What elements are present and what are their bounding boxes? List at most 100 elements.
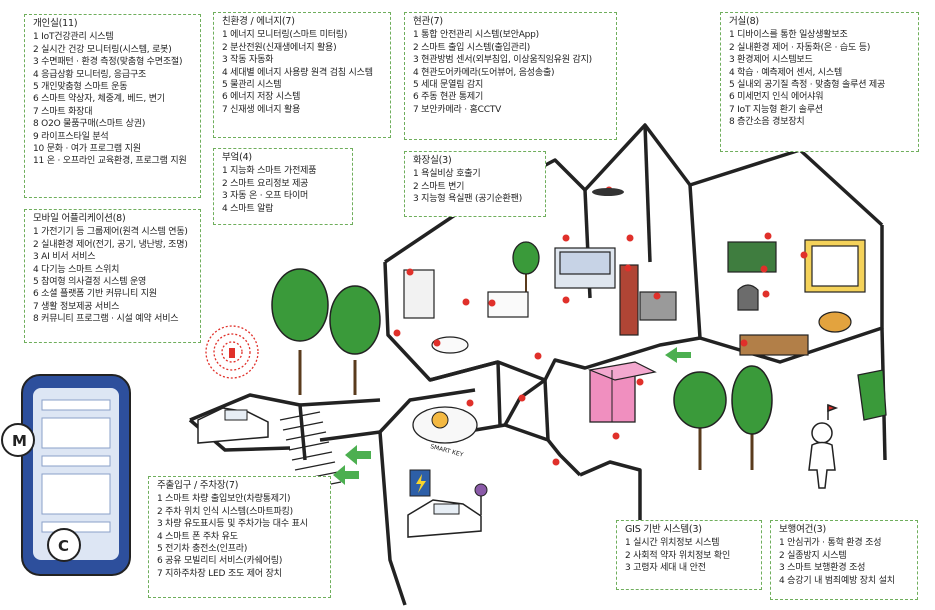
list-item: 6 주동 현관 통제기 bbox=[413, 92, 484, 103]
pedestrian-figure bbox=[808, 403, 839, 489]
list-item: 6 소셜 플랫폼 기반 커뮤니티 지원 bbox=[33, 289, 157, 300]
panel-title: 개인실(11) bbox=[33, 18, 78, 29]
list-item: 3 작동 자동화 bbox=[222, 55, 274, 66]
list-item: 11 온 · 오프라인 교육환경, 프로그램 지원 bbox=[33, 156, 187, 167]
list-item: 6 공유 모빌리티 서비스(카쉐어링) bbox=[157, 556, 283, 567]
app-letter-m: M bbox=[12, 432, 27, 450]
panel-eco-energy: 친환경 / 에너지(7) 1 에너지 모니터링(스마트 미터링) 2 분산전원(… bbox=[213, 12, 391, 138]
list-item: 2 분산전원(신재생에너지 활용) bbox=[222, 42, 337, 53]
list-item: 5 개인맞춤형 스마트 운동 bbox=[33, 82, 128, 93]
list-item: 3 자동 온 · 오프 타이머 bbox=[222, 191, 309, 202]
panel-entrance: 현관(7) 1 통합 안전관리 시스템(보안App) 2 스마트 출입 시스템(… bbox=[404, 12, 617, 140]
signal-tower-icon bbox=[205, 325, 259, 379]
app-letter-c: C bbox=[58, 537, 69, 555]
list-item: 7 IoT 지능형 환기 솔루션 bbox=[729, 104, 823, 115]
panel-kitchen: 부엌(4) 1 지능화 스마트 가전제품 2 스마트 요리정보 제공 3 자동 … bbox=[213, 148, 353, 225]
list-item: 5 참여형 의사결정 시스템 운영 bbox=[33, 277, 147, 288]
list-item: 7 신재생 에너지 활용 bbox=[222, 104, 301, 115]
list-item: 3 지능형 욕실팬 (공기순환팬) bbox=[413, 194, 523, 205]
tree-kitchen bbox=[512, 241, 540, 292]
list-item: 2 실시간 건강 모니터링(시스템, 로봇) bbox=[33, 44, 172, 55]
recycle-bin-icon bbox=[857, 369, 887, 421]
list-item: 1 안심귀가 · 통학 환경 조성 bbox=[779, 538, 882, 549]
list-item: 1 지능화 스마트 가전제품 bbox=[222, 166, 317, 177]
parking-sign-icon bbox=[474, 483, 488, 515]
panel-title: 현관(7) bbox=[413, 16, 443, 27]
panel-title: 부엌(4) bbox=[222, 152, 252, 163]
list-item: 4 세대별 에너지 사용량 원격 검침 시스템 bbox=[222, 67, 373, 78]
list-item: 6 미세먼지 인식 에어샤워 bbox=[729, 92, 824, 103]
list-item: 2 스마트 변기 bbox=[413, 181, 465, 192]
panel-title: 화장실(3) bbox=[413, 155, 452, 166]
list-item: 3 수면패턴 · 환경 측정(맞춤형 수면조절) bbox=[33, 57, 183, 68]
panel-mobile-app: 모바일 어플리케이션(8) 1 가전기기 등 그룹제어(원격 시스템 연동) 2… bbox=[24, 209, 201, 343]
list-item: 5 세대 문열림 감지 bbox=[413, 80, 484, 91]
tree-group-left bbox=[271, 268, 381, 395]
panel-title: 거실(8) bbox=[729, 16, 759, 27]
list-item: 5 물관리 시스템 bbox=[222, 80, 282, 91]
ceiling-sensor-icon bbox=[592, 188, 624, 196]
panel-living-room: 거실(8) 1 디바이스를 통한 일상생활보조 2 실내환경 제어 · 자동화(… bbox=[720, 12, 919, 152]
list-item: 1 디바이스를 통한 일상생활보조 bbox=[729, 30, 848, 41]
direction-arrows bbox=[333, 347, 691, 485]
list-item: 2 스마트 출입 시스템(출입관리) bbox=[413, 42, 531, 53]
list-item: 3 차량 유도표시등 및 주차가능 대수 표시 bbox=[157, 519, 308, 530]
list-item: 4 승강기 내 범죄예방 장치 설치 bbox=[779, 575, 895, 586]
room-furniture bbox=[403, 239, 866, 356]
sensor-dots bbox=[393, 186, 808, 466]
list-item: 1 IoT건강관리 시스템 bbox=[33, 32, 114, 43]
list-item: 8 O2O 물품구매(스마트 상권) bbox=[33, 119, 146, 130]
list-item: 2 실내환경 제어(전기, 공기, 냉난방, 조명) bbox=[33, 239, 188, 250]
car-entrance bbox=[197, 407, 269, 444]
list-item: 2 주차 위치 인식 시스템(스마트파킹) bbox=[157, 506, 293, 517]
list-item: 2 사회적 약자 위치정보 확인 bbox=[625, 550, 731, 561]
list-item: 7 스마트 화장대 bbox=[33, 106, 93, 117]
list-item: 10 문화 · 여가 프로그램 지원 bbox=[33, 144, 141, 155]
list-item: 4 스마트 알람 bbox=[222, 203, 274, 214]
list-item: 4 응급상황 모니터링, 응급구조 bbox=[33, 69, 147, 80]
list-item: 1 통합 안전관리 시스템(보안App) bbox=[413, 30, 539, 41]
list-item: 7 생활 정보제공 서비스 bbox=[33, 301, 120, 312]
list-item: 3 현관방범 센서(외부침입, 이상움직임유원 감지) bbox=[413, 55, 592, 66]
panel-pedestrian: 보행여건(3) 1 안심귀가 · 통학 환경 조성 2 실종방지 시스템 3 스… bbox=[770, 520, 918, 600]
list-item: 1 욕실비상 호출기 bbox=[413, 169, 481, 180]
list-item: 7 보안카메라 · 홈CCTV bbox=[413, 104, 502, 115]
smart-key-device: SMART KEY bbox=[412, 406, 478, 459]
list-item: 6 에너지 저장 시스템 bbox=[222, 92, 301, 103]
panel-title: 주출입구 / 주차장(7) bbox=[157, 480, 239, 491]
list-item: 5 전기차 충전소(인프라) bbox=[157, 544, 248, 555]
charging-sign-icon bbox=[409, 469, 431, 497]
list-item: 1 스마트 차량 출입보안(차량통제기) bbox=[157, 494, 291, 505]
panel-title: 보행여건(3) bbox=[779, 524, 827, 535]
list-item: 9 라이프스타일 분석 bbox=[33, 131, 109, 142]
panel-title: 모바일 어플리케이션(8) bbox=[33, 213, 126, 224]
signal-tower-dot bbox=[229, 348, 235, 358]
panel-private-room: 개인실(11) 1 IoT건강관리 시스템 2 실시간 건강 모니터링(시스템,… bbox=[24, 14, 201, 198]
smart-key-label: SMART KEY bbox=[429, 443, 464, 459]
panel-parking: 주출입구 / 주차장(7) 1 스마트 차량 출입보안(차량통제기) 2 주차 … bbox=[148, 476, 331, 598]
smartphone-app bbox=[1, 374, 131, 576]
list-item: 2 스마트 요리정보 제공 bbox=[222, 178, 309, 189]
list-item: 5 실내외 공기질 측정 · 맞춤형 솔루션 제공 bbox=[729, 80, 886, 91]
car-parking bbox=[407, 499, 482, 538]
list-item: 1 실시간 위치정보 시스템 bbox=[625, 538, 720, 549]
list-item: 4 스마트 폰 주차 유도 bbox=[157, 531, 238, 542]
list-item: 3 AI 비서 서비스 bbox=[33, 252, 96, 263]
list-item: 8 커뮤니티 프로그램 · 시설 예약 서비스 bbox=[33, 314, 179, 325]
panel-gis: GIS 기반 시스템(3) 1 실시간 위치정보 시스템 2 사회적 약자 위치… bbox=[616, 520, 762, 590]
tree-group-right bbox=[673, 365, 773, 470]
list-item: 3 환경제어 시스템보드 bbox=[729, 55, 813, 66]
list-item: 4 학습 · 예측제어 센서, 시스템 bbox=[729, 67, 843, 78]
list-item: 6 스마트 약상자, 체중계, 베드, 변기 bbox=[33, 94, 165, 105]
panel-title: 친환경 / 에너지(7) bbox=[222, 16, 295, 27]
list-item: 4 현관도어카메라(도어뷰어, 음성송출) bbox=[413, 67, 555, 78]
list-item: 2 실내환경 제어 · 자동화(온 · 습도 등) bbox=[729, 42, 871, 53]
list-item: 8 층간소음 경보장치 bbox=[729, 117, 805, 128]
list-item: 7 지하주차장 LED 조도 제어 장치 bbox=[157, 568, 282, 579]
list-item: 3 고령자 세대 내 안전 bbox=[625, 563, 706, 574]
panel-title: GIS 기반 시스템(3) bbox=[625, 524, 702, 535]
list-item: 3 스마트 보행환경 조성 bbox=[779, 563, 866, 574]
shoe-cabinet bbox=[587, 361, 657, 423]
panel-bathroom: 화장실(3) 1 욕실비상 호출기 2 스마트 변기 3 지능형 욕실팬 (공기… bbox=[404, 151, 546, 217]
